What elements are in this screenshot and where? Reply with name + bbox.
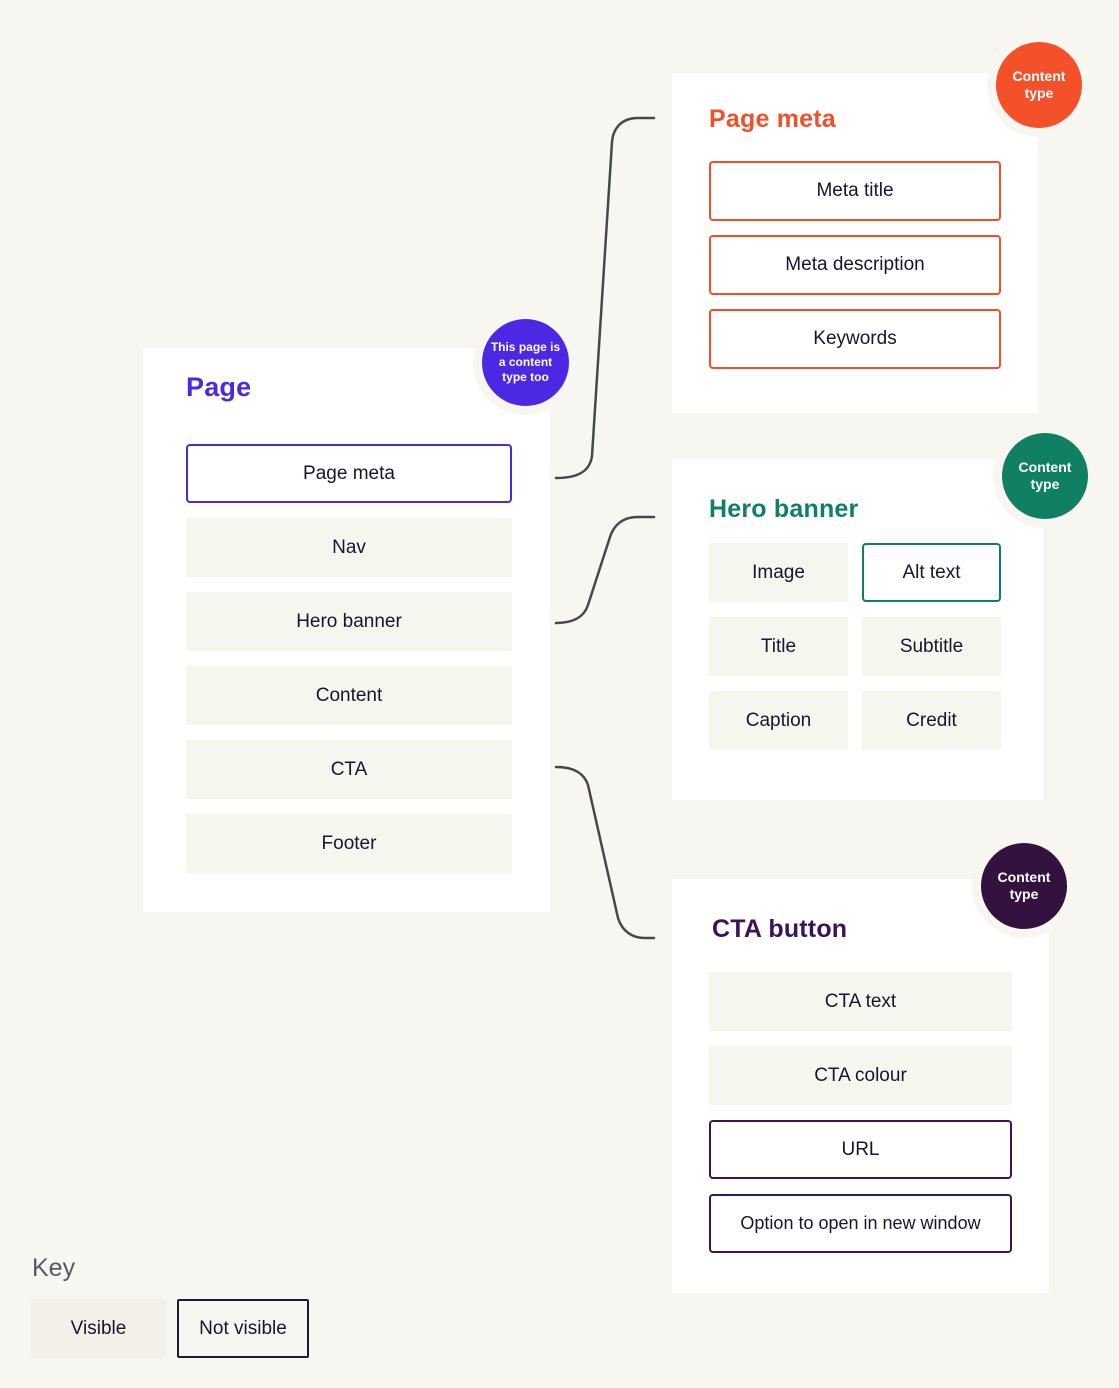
field-box-alt-text: Alt text	[862, 543, 1001, 602]
page-meta-panel-title: Page meta	[709, 105, 836, 133]
field-box-cta-text: CTA text	[709, 972, 1012, 1031]
page-meta-panel: Page meta Meta title Meta description Ke…	[672, 73, 1038, 413]
field-label: Option to open in new window	[740, 1213, 981, 1233]
badge-text: Content type	[997, 868, 1051, 903]
field-label: CTA colour	[814, 1064, 907, 1086]
field-box-keywords: Keywords	[709, 309, 1001, 369]
field-box-content: Content	[186, 666, 512, 725]
hero-content-type-badge: Content type	[1002, 433, 1088, 519]
field-label: Meta description	[785, 254, 925, 275]
connector-hero-banner	[554, 515, 656, 625]
field-box-url: URL	[709, 1120, 1012, 1179]
field-label: Hero banner	[296, 610, 402, 632]
key-not-visible-box: Not visible	[177, 1299, 309, 1358]
field-label: Page meta	[303, 462, 395, 484]
field-label: Credit	[906, 709, 957, 731]
badge-text: Content type	[1012, 67, 1066, 102]
hero-banner-panel: Hero banner Image Alt text Title Subtitl…	[672, 459, 1043, 800]
page-panel-title: Page	[186, 372, 252, 402]
field-box-footer: Footer	[186, 814, 512, 873]
field-label: Title	[760, 635, 797, 657]
field-box-caption: Caption	[709, 691, 848, 750]
field-label: Nav	[332, 536, 366, 558]
page-content-type-badge: This page is a content type too	[482, 319, 569, 406]
field-label: Content	[315, 684, 383, 706]
field-box-title: Title	[709, 617, 848, 676]
meta-content-type-badge: Content type	[996, 42, 1082, 128]
field-box-hero-banner: Hero banner	[186, 592, 512, 651]
field-box-cta-colour: CTA colour	[709, 1046, 1012, 1105]
key-visible-label: Visible	[70, 1317, 127, 1339]
field-label: Subtitle	[899, 635, 964, 657]
field-box-image: Image	[709, 543, 848, 602]
connector-page-meta	[554, 116, 656, 480]
cta-button-panel-title: CTA button	[712, 915, 848, 943]
field-box-meta-description: Meta description	[709, 235, 1001, 295]
field-box-meta-title: Meta title	[709, 161, 1001, 221]
key-title: Key	[32, 1254, 76, 1282]
field-label: Footer	[321, 832, 377, 854]
field-box-open-new-window: Option to open in new window	[709, 1194, 1012, 1253]
field-label: Meta title	[816, 180, 894, 201]
field-label: Keywords	[813, 328, 897, 349]
field-label: Caption	[745, 709, 812, 731]
badge-text: Content type	[1018, 458, 1072, 493]
field-label: Alt text	[902, 561, 961, 583]
connector-cta	[554, 765, 656, 940]
badge-text: This page is a content type too	[490, 340, 561, 384]
field-label: CTA text	[824, 990, 897, 1012]
field-label: Image	[752, 561, 805, 583]
field-label: URL	[841, 1138, 880, 1160]
field-label: CTA	[330, 758, 368, 780]
field-box-credit: Credit	[862, 691, 1001, 750]
key-visible-box: Visible	[31, 1299, 166, 1358]
key-not-visible-label: Not visible	[199, 1317, 287, 1339]
hero-banner-panel-title: Hero banner	[709, 495, 859, 523]
field-box-cta: CTA	[186, 740, 512, 799]
field-box-nav: Nav	[186, 518, 512, 577]
cta-button-panel: CTA button CTA text CTA colour URL Optio…	[672, 879, 1049, 1293]
page-panel: Page Page meta Nav Hero banner Content C…	[143, 348, 550, 912]
cta-content-type-badge: Content type	[981, 843, 1067, 929]
field-box-page-meta: Page meta	[186, 444, 512, 503]
field-box-subtitle: Subtitle	[862, 617, 1001, 676]
